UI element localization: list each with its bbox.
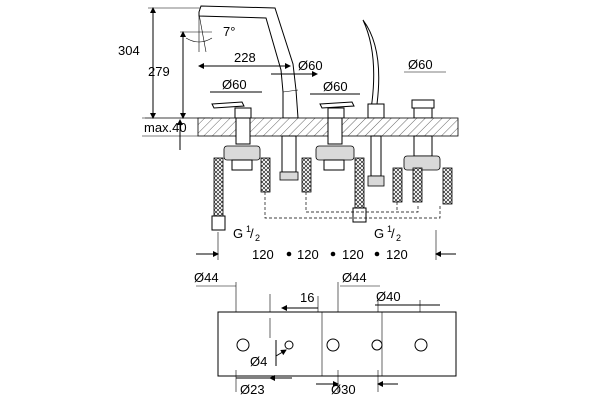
height-spout-label: 279	[148, 64, 170, 79]
spacing-label-2: 120	[297, 247, 319, 262]
svg-text:2: 2	[255, 233, 260, 243]
spacing-label-1: 120	[252, 247, 274, 262]
offset-label: 16	[300, 290, 314, 305]
diverter-body	[403, 135, 441, 171]
handle2-diameter-label: Ø60	[323, 79, 348, 94]
spacing-label-3: 120	[342, 247, 364, 262]
deck-thickness-label: max.40	[144, 120, 187, 135]
hole-small-label: Ø23	[240, 382, 265, 397]
svg-text:1: 1	[246, 224, 251, 234]
spacing-label-4: 120	[386, 247, 408, 262]
hose-routing	[264, 192, 441, 219]
handle1-diameter-label: Ø60	[222, 77, 247, 92]
reach-label: 228	[234, 50, 256, 65]
svg-text:G: G	[233, 226, 243, 241]
valve-body-right	[315, 117, 355, 171]
shower-body	[367, 135, 385, 187]
handle2	[319, 101, 355, 119]
spacing-dimension	[196, 230, 456, 260]
angle-label: 7°	[223, 24, 235, 39]
hoses	[211, 157, 453, 231]
diverter-knob	[411, 99, 435, 119]
svg-text:/: /	[391, 226, 395, 241]
svg-text:/: /	[250, 226, 254, 241]
hole3-diameter-label: Ø40	[376, 289, 401, 304]
pin-dimension	[275, 340, 287, 366]
hole1-diameter-label: Ø44	[194, 270, 219, 285]
handle1	[211, 101, 252, 119]
height-total-label: 304	[118, 43, 140, 58]
hand-shower	[362, 19, 385, 119]
spout-diameter-label: Ø60	[298, 58, 323, 73]
height-dimensions	[145, 6, 212, 119]
diverter-diameter-label: Ø60	[408, 57, 433, 72]
connection-label-left: G 1 / 2	[233, 224, 260, 243]
hole2-diameter-label: Ø44	[342, 270, 367, 285]
valve-body-left	[223, 117, 261, 171]
svg-text:G: G	[374, 226, 384, 241]
spout-body	[279, 135, 299, 181]
pin-diameter-label: Ø4	[250, 354, 267, 369]
svg-text:1: 1	[387, 224, 392, 234]
deck-holes	[236, 338, 428, 352]
hole-mid-label: Ø30	[331, 382, 356, 397]
connection-label-right: G 1 / 2	[374, 224, 401, 243]
angle-indicator	[185, 13, 213, 53]
bottom-dimensions	[235, 370, 398, 392]
svg-text:2: 2	[396, 233, 401, 243]
